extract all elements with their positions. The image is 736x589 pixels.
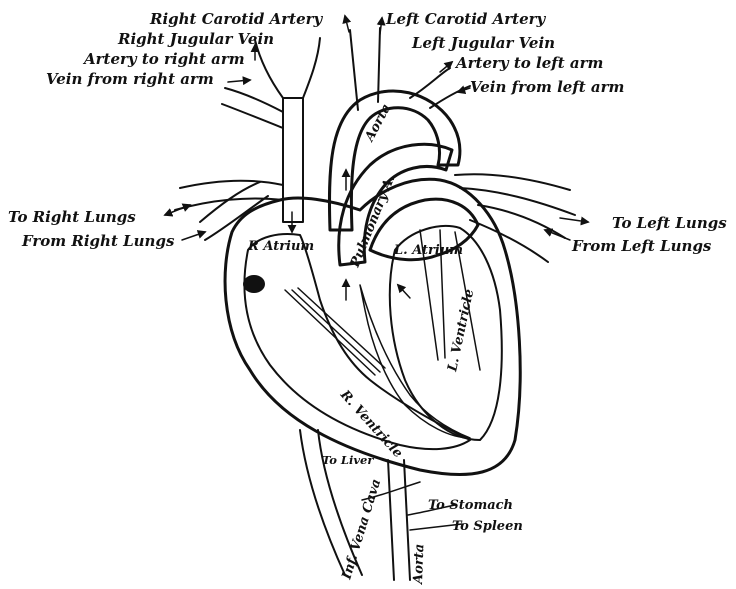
label-artery-to-right-arm: Artery to right arm [82,50,245,68]
label-to-right-lungs: To Right Lungs [8,208,136,226]
label-vein-from-left-arm: Vein from left arm [470,78,624,96]
label-from-right-lungs: From Right Lungs [21,232,175,250]
label-pulmonary-artery: Pulmonary A. [347,173,398,270]
label-artery-to-left-arm: Artery to left arm [454,54,603,72]
coronary-sinus-dot [243,275,265,293]
label-to-stomach: To Stomach [428,498,513,513]
label-left-jugular-vein: Left Jugular Vein [411,34,555,52]
label-right-carotid-artery: Right Carotid Artery [149,10,324,28]
label-to-left-lungs: To Left Lungs [612,214,727,232]
label-to-spleen: To Spleen [452,519,523,534]
label-from-left-lungs: From Left Lungs [571,237,712,255]
label-vein-from-right-arm: Vein from right arm [46,70,214,88]
label-aorta-lower: Aorta [411,544,427,587]
label-left-carotid-artery: Left Carotid Artery [385,10,547,28]
right-lung-vessels [175,181,283,240]
label-right-jugular-vein: Right Jugular Vein [117,30,274,48]
superior-vena-cava [255,38,320,222]
label-right-atrium: R Atrium [247,239,314,254]
arm-vessels [222,68,470,128]
label-to-liver: To Liver [322,453,374,467]
label-inferior-vena-cava: Inf. Vena Cava [339,477,384,582]
label-left-atrium: L. Atrium [393,243,463,258]
